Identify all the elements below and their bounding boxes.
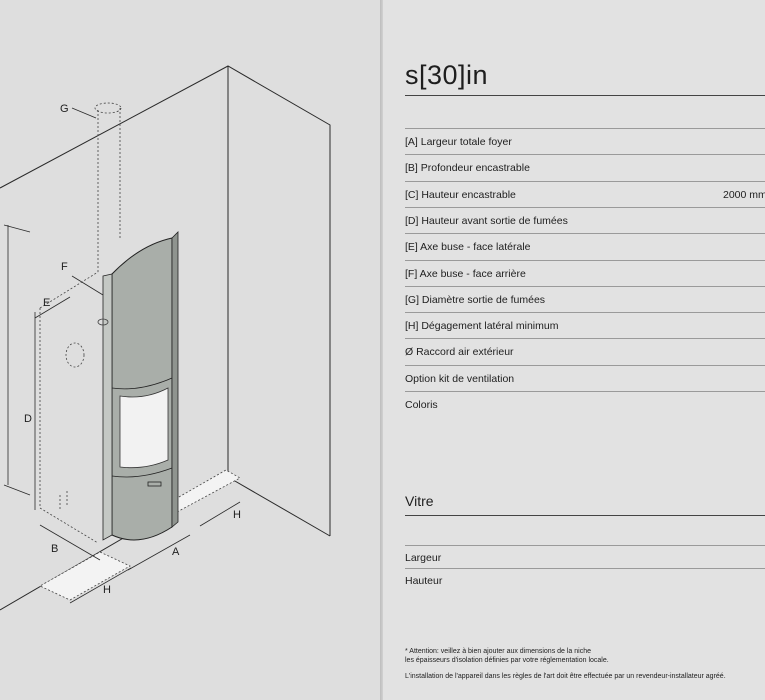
spec-value: 2000 mm — [723, 189, 765, 201]
spec-row-divider — [405, 207, 765, 208]
dim-label-g: G — [60, 103, 69, 115]
footnote-line-1: * Attention: veillez à bien ajouter aux … — [405, 648, 592, 655]
dim-label-f: F — [61, 261, 68, 273]
left-page: G F E D B A H H — [0, 65, 331, 611]
spec-row-divider — [405, 286, 765, 287]
stove-flue-collar — [97, 318, 109, 326]
spec-label: [A] Largeur totale foyer — [405, 136, 512, 148]
spec-label: [G] Diamètre sortie de fumées — [405, 294, 546, 306]
right-page: s[30]in [A] Largeur totale foyer [B] Prof… — [383, 0, 765, 700]
footnote-line-3: L'installation de l'appareil dans les rè… — [405, 673, 726, 680]
product-title: s[30]in — [405, 60, 489, 90]
niche-line — [39, 271, 99, 309]
stove-side-panel — [102, 273, 113, 541]
dim-label-d: D — [24, 413, 32, 425]
stove-band-bottom — [111, 467, 173, 478]
footnote-line-2: les épaisseurs d'isolation définies par … — [405, 657, 609, 664]
dim-g-leader — [71, 107, 97, 119]
spec-label: [E] Axe buse - face latérale — [405, 241, 531, 253]
spec-label: [F] Axe buse - face arrière — [405, 268, 526, 280]
spec-row-divider — [405, 233, 765, 234]
dim-label-h-right: H — [233, 509, 241, 521]
floor-line-right — [227, 476, 331, 537]
spec-label: [B] Profondeur encastrable — [405, 162, 530, 174]
dim-f-line — [71, 275, 104, 296]
stove-band-top — [111, 377, 173, 390]
spec-row-divider — [405, 128, 765, 129]
dim-a-line — [127, 534, 191, 571]
stove-back-edge — [171, 231, 179, 528]
dim-b-line — [39, 524, 101, 561]
spec-label: Option kit de ventilation — [405, 373, 515, 385]
dim-c-tick — [3, 484, 31, 496]
glass-width-label: Largeur — [405, 552, 442, 564]
clearance-zone-front-right — [164, 469, 241, 513]
niche-line — [39, 507, 99, 544]
spec-row-divider — [405, 338, 765, 339]
spec-row-divider — [405, 312, 765, 313]
dim-label-b: B — [51, 543, 58, 555]
glass-section-title: Vitre — [405, 493, 434, 509]
glass-row-divider — [405, 568, 765, 569]
spec-label: [D] Hauteur avant sortie de fumées — [405, 215, 568, 227]
spec-row-divider — [405, 391, 765, 392]
title-divider — [405, 95, 765, 96]
dim-label-a: A — [172, 546, 180, 558]
spec-row-divider — [405, 154, 765, 155]
wall-outline — [0, 65, 331, 536]
clearance-zone-front-left — [39, 551, 131, 601]
dim-label-e: E — [43, 297, 50, 309]
dim-label-h-left: H — [103, 584, 111, 596]
stove-handle — [147, 481, 162, 487]
spec-label: Coloris — [405, 399, 438, 411]
glass-divider — [405, 515, 765, 516]
spec-label: Ø Raccord air extérieur — [405, 346, 514, 358]
dim-h1-line — [69, 567, 132, 604]
dim-c-tick — [3, 224, 31, 233]
air-inlet-port — [65, 342, 85, 368]
spec-label: [H] Dégagement latéral minimum — [405, 320, 559, 332]
glass-row-divider — [405, 545, 765, 546]
dim-h2-line — [199, 501, 241, 527]
spec-row-divider — [405, 260, 765, 261]
spec-label: [C] Hauteur encastrable — [405, 189, 516, 201]
glass-height-label: Hauteur — [405, 575, 443, 587]
stove-glass — [119, 387, 169, 469]
dim-e-line — [34, 296, 71, 319]
smoke-outlet — [94, 102, 122, 114]
spec-row-divider — [405, 181, 765, 182]
installation-diagram: G F E D B A H H — [0, 65, 331, 611]
spec-row-divider — [405, 365, 765, 366]
